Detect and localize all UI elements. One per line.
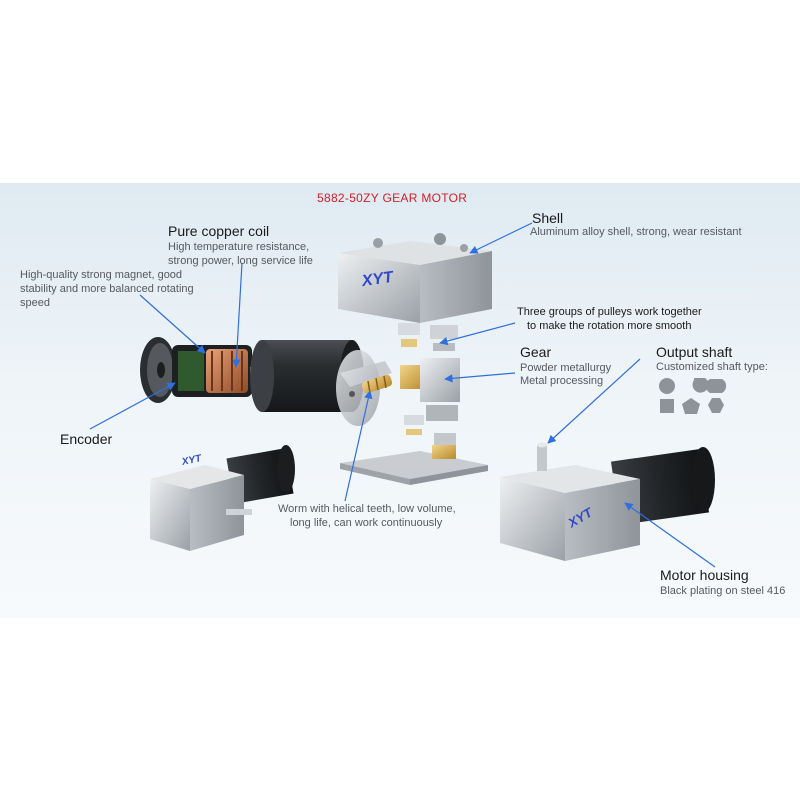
page-title: 5882-50ZY GEAR MOTOR <box>317 191 468 205</box>
pulleys-desc-2: to make the rotation more smooth <box>527 320 692 332</box>
circle-shaft-icon <box>659 378 675 394</box>
copper-coil-desc-1: High temperature resistance, <box>168 241 310 253</box>
worm-desc-1: Worm with helical teeth, low volume, <box>278 503 456 515</box>
square-shaft-icon <box>660 399 674 413</box>
gear-desc-2: Metal processing <box>520 375 604 387</box>
product-diagram-panel: XYT XYT XYT 5882-50ZY GEAR MOTOR Pure co… <box>0 183 800 618</box>
magnet-desc-3: speed <box>20 297 50 309</box>
assembled-motor-small <box>150 445 295 551</box>
worm-desc-2: long life, can work continuously <box>290 517 443 529</box>
copper-coil-desc-2: strong power, long service life <box>168 255 313 267</box>
motor-exploded-illustration <box>89 222 727 568</box>
hexagon-shaft-icon <box>708 398 724 413</box>
gearbox-shell <box>338 233 492 323</box>
gear-desc-1: Powder metallurgy <box>520 362 612 374</box>
encoder-heading: Encoder <box>60 431 113 447</box>
gear-stack <box>398 323 460 447</box>
output-shaft-heading: Output shaft <box>656 344 733 360</box>
shell-heading: Shell <box>532 210 564 226</box>
motor-can <box>250 340 392 426</box>
gear-heading: Gear <box>520 344 552 360</box>
double-d-shaft-icon <box>705 379 727 393</box>
encoder-disc <box>140 337 176 403</box>
d-cut-shaft-icon <box>692 378 709 393</box>
magnet-desc-1: High-quality strong magnet, good <box>20 269 183 281</box>
motor-housing-heading: Motor housing <box>660 567 749 583</box>
magnet-desc-2: stability and more balanced rotating <box>20 283 194 295</box>
shell-desc: Aluminum alloy shell, strong, wear resis… <box>530 226 742 238</box>
leader-arrows <box>89 222 716 568</box>
output-shaft-desc: Customized shaft type: <box>656 361 768 373</box>
motor-housing-desc: Black plating on steel 416 <box>660 585 786 597</box>
shaft-type-icons <box>659 378 727 414</box>
pentagon-shaft-icon <box>682 398 700 414</box>
assembled-motor-large <box>500 442 715 561</box>
gearbox-base-plate <box>340 445 488 485</box>
pulleys-desc-1: Three groups of pulleys work together <box>517 306 702 318</box>
copper-coil-heading: Pure copper coil <box>168 223 270 239</box>
